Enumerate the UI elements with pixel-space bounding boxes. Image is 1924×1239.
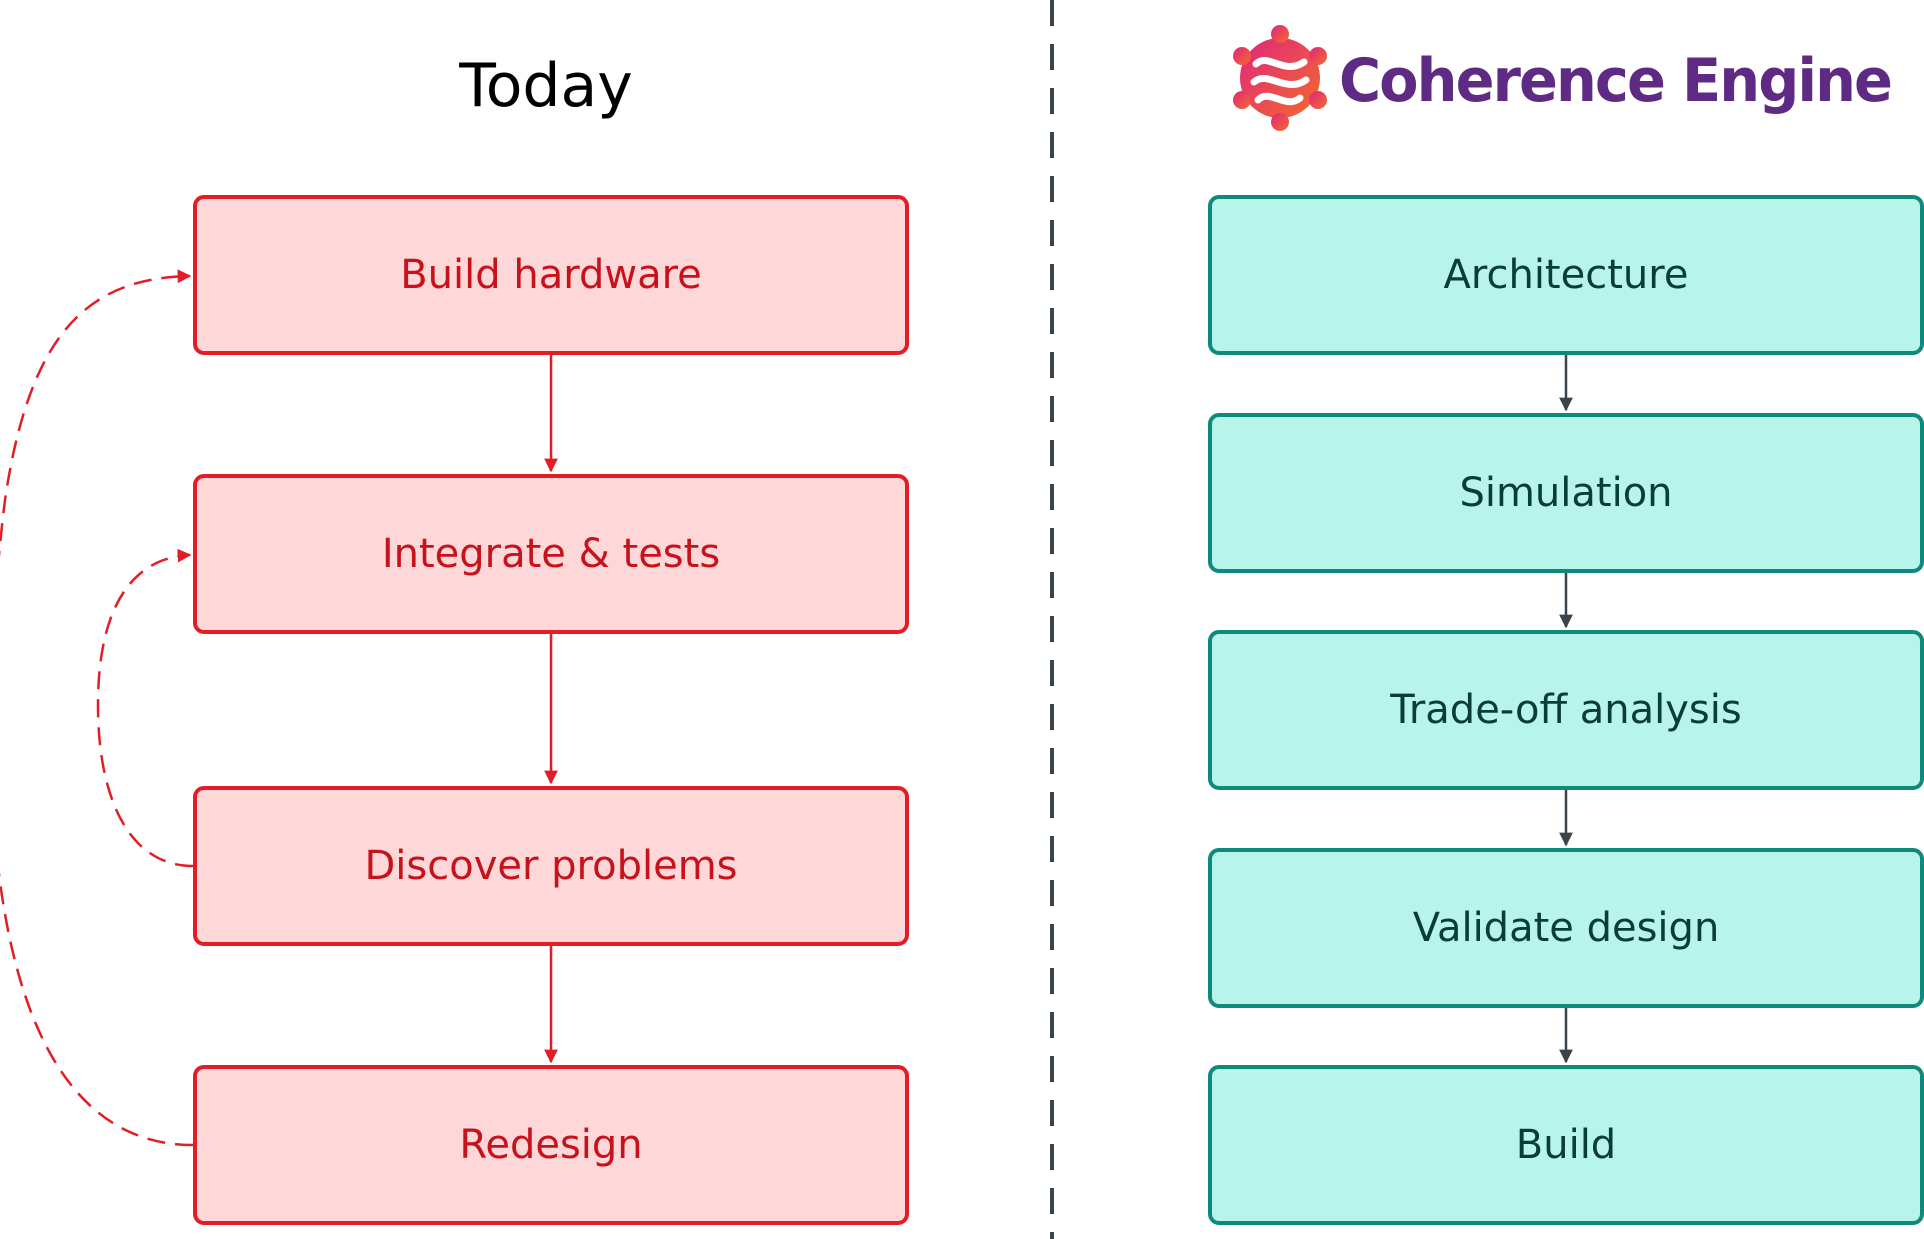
engine-step-label: Simulation [1459, 470, 1672, 516]
engine-step-label: Architecture [1444, 252, 1689, 298]
feedback-loop-arrow [96, 548, 194, 868]
today-step-discover-problems: Discover problems [193, 786, 909, 946]
engine-step-label: Trade-off analysis [1389, 687, 1741, 733]
today-step-label: Redesign [459, 1122, 642, 1168]
brand-name: Coherence Engine [1339, 46, 1891, 116]
today-step-integrate-tests: Integrate & tests [193, 474, 909, 634]
feedback-loop-arrow [0, 269, 194, 1147]
engine-step-build: Build [1208, 1065, 1924, 1225]
engine-step-label: Build [1516, 1122, 1616, 1168]
today-step-label: Build hardware [400, 252, 702, 298]
wave-gear-logo-icon [1233, 25, 1327, 131]
engine-step-label: Validate design [1413, 905, 1720, 951]
engine-step-trade-off-analysis: Trade-off analysis [1208, 630, 1924, 790]
engine-step-validate-design: Validate design [1208, 848, 1924, 1008]
today-step-build-hardware: Build hardware [193, 195, 909, 355]
today-step-label: Integrate & tests [382, 531, 720, 577]
today-step-label: Discover problems [364, 843, 737, 889]
today-step-redesign: Redesign [193, 1065, 909, 1225]
today-heading: Today [458, 51, 633, 121]
engine-step-architecture: Architecture [1208, 195, 1924, 355]
engine-step-simulation: Simulation [1208, 413, 1924, 573]
